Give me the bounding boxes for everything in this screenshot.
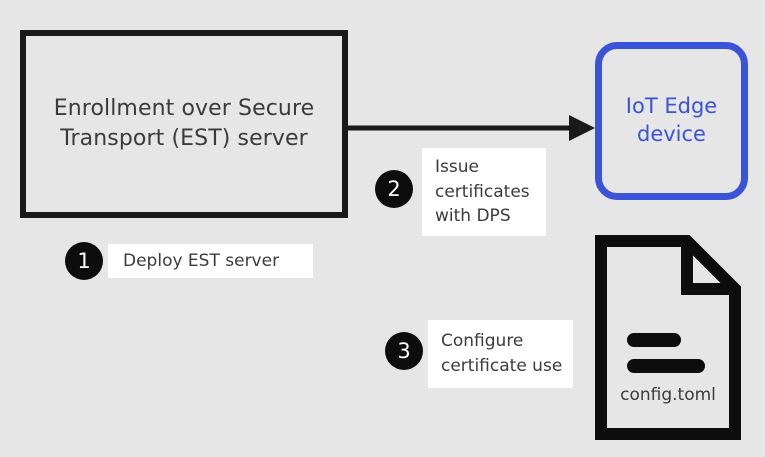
step-callout-2: Issue certificates with DPS (422, 148, 546, 236)
step-callout-3: Configure certificate use (428, 320, 573, 388)
step-badge-3: 3 (385, 332, 423, 370)
step-callout-2-label: Issue certificates with DPS (435, 157, 530, 227)
iot-edge-device-node: IoT Edge device (595, 42, 748, 200)
config-file-node: config.toml (595, 235, 741, 440)
step-callout-1: Deploy EST server (108, 244, 313, 278)
est-server-label: Enrollment over Secure Transport (EST) s… (53, 95, 315, 151)
step-callout-1-label: Deploy EST server (123, 250, 280, 271)
step-badge-2: 2 (375, 170, 413, 208)
flow-arrow-est-to-edge (345, 115, 595, 141)
document-icon (595, 235, 741, 440)
est-server-node: Enrollment over Secure Transport (EST) s… (20, 30, 348, 218)
step-badge-1: 1 (65, 242, 103, 280)
step-callout-3-label: Configure certificate use (441, 331, 563, 376)
iot-edge-device-label: IoT Edge device (625, 94, 718, 146)
